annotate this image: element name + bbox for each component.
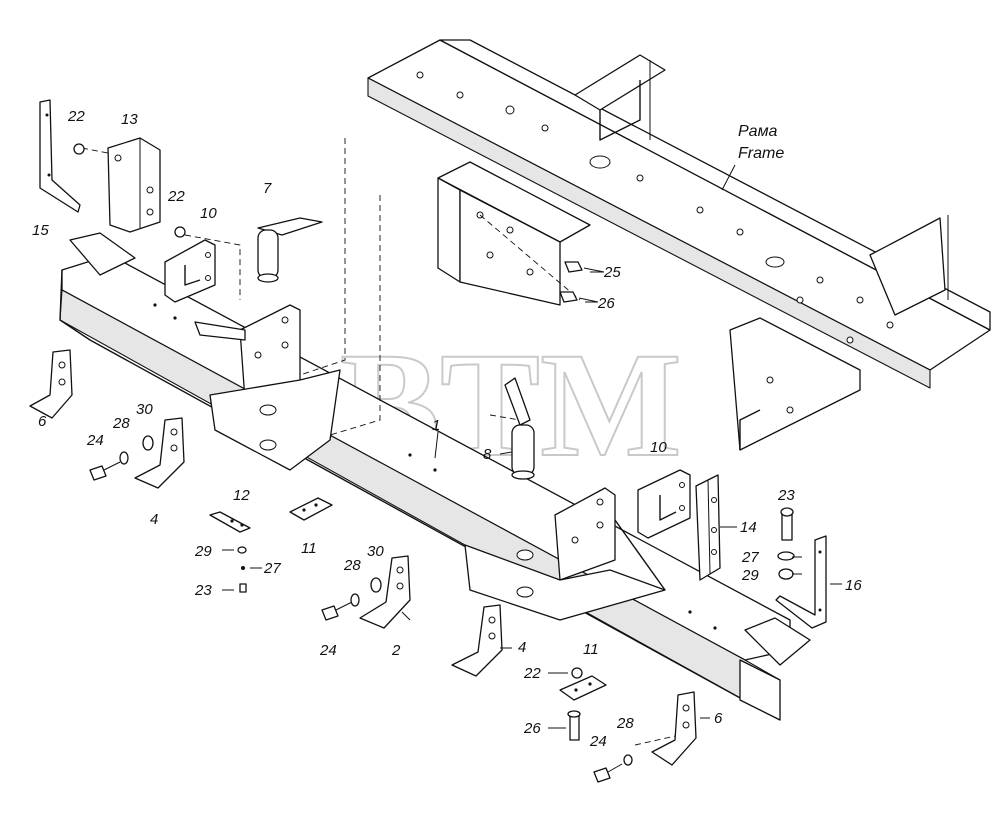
callout-leader-1 — [434, 431, 439, 459]
callout-26-b: 26 — [523, 720, 541, 737]
frame-right-bracket — [729, 317, 861, 451]
left-mount-bracket-plate — [239, 304, 301, 401]
frame-rear-member-web — [599, 80, 641, 141]
part-26-bolt-lower — [567, 710, 581, 741]
callout-22-a: 22 — [67, 108, 85, 125]
callout-6-right: 6 — [714, 710, 723, 727]
part-10-plate-right — [637, 469, 691, 539]
frame-crossmember-face — [459, 189, 561, 306]
frame-side-member-web — [439, 39, 991, 331]
part-22-nut — [73, 143, 583, 679]
callout-10-right: 10 — [650, 439, 667, 456]
callout-26-a: 26 — [597, 295, 615, 312]
frame-label-en: Frame — [738, 145, 784, 162]
frame-holes — [416, 71, 894, 414]
part-10-plate-left — [164, 239, 216, 303]
callout-10-left: 10 — [200, 205, 217, 222]
callout-29-a: 29 — [194, 543, 212, 560]
right-mount-bracket-gusset — [614, 519, 666, 591]
callout-15: 15 — [32, 222, 49, 239]
frame-side-member-edge — [367, 77, 931, 389]
part-26-bolt-frame — [559, 291, 599, 303]
part-14-bracket — [695, 474, 721, 581]
callout-24-a: 24 — [86, 432, 104, 449]
callout-30-a: 30 — [136, 401, 153, 418]
callout-6-left: 6 — [38, 413, 47, 430]
part-8-pin — [504, 377, 535, 480]
frame-label-leader — [721, 164, 736, 191]
callout-1: 1 — [432, 417, 440, 434]
part-28-washers — [119, 451, 633, 766]
callout-labels: 1 2 4 4 6 6 7 8 10 10 11 11 12 13 14 15 … — [32, 108, 862, 750]
part-29-27-23-small — [237, 507, 795, 593]
callout-28-b: 28 — [343, 557, 361, 574]
callout-12: 12 — [233, 487, 250, 504]
callout-29-b: 29 — [741, 567, 759, 584]
callout-13: 13 — [121, 111, 138, 128]
bumper-right-end-bracket — [744, 617, 811, 666]
right-mount-bracket-plate — [554, 487, 616, 581]
part-12-clamp — [209, 511, 251, 533]
callout-16: 16 — [845, 577, 862, 594]
callout-22-b: 22 — [167, 188, 185, 205]
callout-27-a: 27 — [263, 560, 281, 577]
callout-8: 8 — [483, 446, 492, 463]
part-13-bracket — [107, 137, 161, 233]
frame-end-plate — [869, 217, 946, 316]
bumper-beam — [59, 232, 811, 721]
frame-right-bracket-edge — [739, 409, 761, 450]
frame-label-ru: Рама — [738, 123, 778, 140]
bumper-beam-lower-edge — [59, 269, 781, 721]
part-4-bracket-left — [134, 417, 185, 489]
left-mount-bracket-gusset — [194, 321, 246, 341]
callout-24-c: 24 — [589, 733, 607, 750]
callout-7: 7 — [263, 180, 272, 197]
part-30-nuts — [142, 435, 382, 593]
callout-23-b: 23 — [777, 487, 795, 504]
callout-22-c: 22 — [523, 665, 541, 682]
part-4-bracket-right — [451, 604, 503, 677]
callout-23-a: 23 — [194, 582, 212, 599]
callout-24-b: 24 — [319, 642, 337, 659]
callout-28-c: 28 — [616, 715, 634, 732]
part-2-bracket — [359, 555, 411, 629]
part-15-angle-bracket — [39, 99, 81, 213]
callout-4-right: 4 — [518, 639, 526, 656]
part-11-plate-left — [289, 497, 333, 521]
callout-25: 25 — [603, 264, 621, 281]
callout-28-a: 28 — [112, 415, 130, 432]
frame-rear-member — [574, 54, 666, 111]
part-25-bolt — [564, 261, 605, 273]
vehicle-frame — [367, 39, 991, 451]
part-16-angle-bracket — [775, 535, 827, 629]
bumper-left-end-bracket — [69, 232, 136, 276]
left-mount-bracket-box — [209, 369, 341, 471]
callout-30-b: 30 — [367, 543, 384, 560]
part-24-bolts — [89, 461, 623, 783]
part-7-pin — [257, 217, 323, 283]
part-6-bracket-left — [29, 349, 73, 419]
part-6-bracket-right — [651, 691, 697, 766]
callout-11-right: 11 — [583, 641, 599, 658]
callout-4-left: 4 — [150, 511, 158, 528]
bumper-right-end-plate — [739, 659, 781, 721]
callout-leaders — [222, 271, 842, 729]
callout-27-b: 27 — [741, 549, 759, 566]
callout-11-left: 11 — [301, 540, 317, 557]
callout-14: 14 — [740, 519, 757, 536]
frame-crossmember-web-left — [437, 177, 461, 283]
callout-2: 2 — [391, 642, 401, 659]
part-11-plate-right — [559, 675, 607, 701]
